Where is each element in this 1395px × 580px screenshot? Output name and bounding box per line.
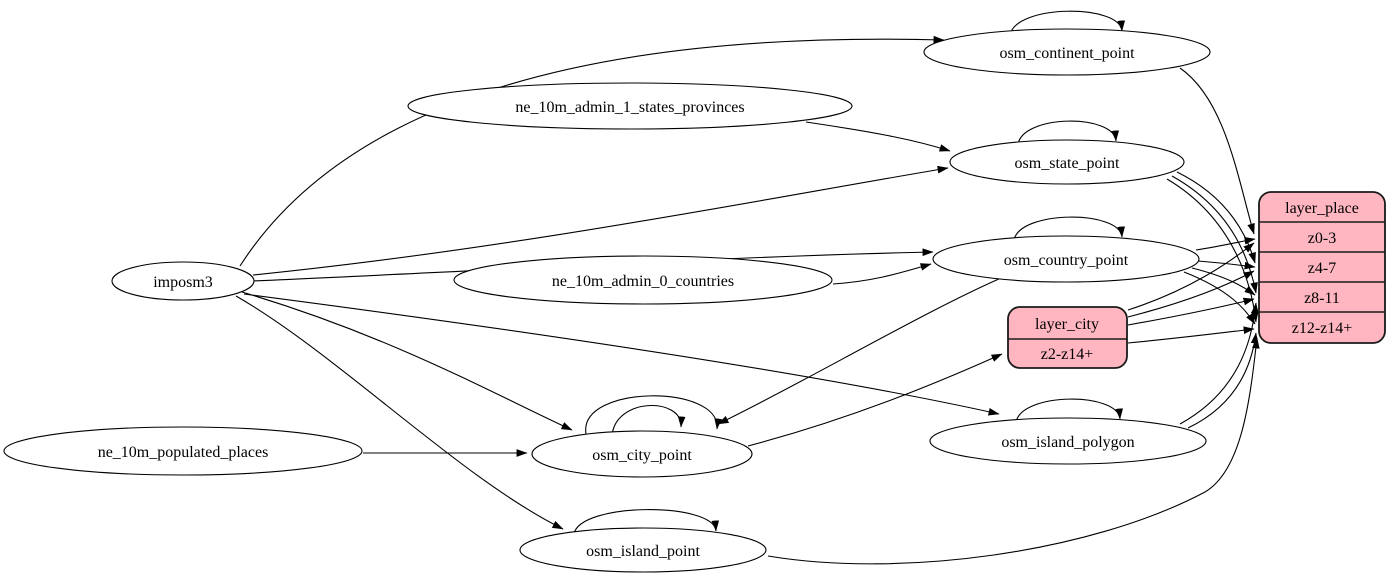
edge-layer_city-layer_place-z4-7 <box>1127 270 1255 318</box>
edge-osm_country_point-layer_place-z0-3 <box>1195 237 1256 251</box>
node-layer_city-shape <box>1007 306 1128 369</box>
node-layer_city-title: layer_city <box>1035 316 1099 333</box>
node-ne_10m_populated_places: ne_10m_populated_places <box>3 426 363 476</box>
edge-layer_city-layer_place-z0-3 <box>1127 242 1255 311</box>
edge-imposm3-osm_island_point <box>235 295 564 530</box>
node-osm_city_point: osm_city_point <box>531 430 753 478</box>
node-imposm3: imposm3 <box>111 261 255 301</box>
edge-osm_state_point-layer_place-z4-7 <box>1176 171 1256 264</box>
edge-imposm3-osm_continent_point <box>239 35 945 267</box>
node-osm_continent_point: osm_continent_point <box>923 28 1211 76</box>
node-osm_state_point: osm_state_point <box>949 139 1185 185</box>
self-loop-osm_country_point <box>1013 216 1126 241</box>
node-osm_city_point-label: osm_city_point <box>592 447 692 464</box>
edge-ne_10m_admin_0_countries-osm_country_point <box>832 263 932 285</box>
edge-osm_country_point-layer_place-z8-11 <box>1191 267 1256 296</box>
node-osm_island_point: osm_island_point <box>519 527 767 573</box>
node-ne_10m_admin_0_countries-label: ne_10m_admin_0_countries <box>552 273 734 290</box>
node-imposm3-shape <box>111 261 255 301</box>
edge-imposm3-osm_city_point <box>241 291 573 431</box>
self-loop-osm_city_point-inner <box>611 405 686 437</box>
edge-osm_state_point-layer_place-z8-11 <box>1171 175 1258 294</box>
self-loop-osm_island_point <box>573 509 720 535</box>
edge-osm_country_point-layer_place-z12-z14 <box>1183 271 1256 325</box>
node-osm_country_point: osm_country_point <box>932 235 1200 283</box>
edge-layer_city-layer_place-z12-z14 <box>1127 326 1255 344</box>
node-ne_10m_admin_1_states_provinces-shape <box>407 82 853 130</box>
node-osm_island_polygon-label: osm_island_polygon <box>1001 434 1134 451</box>
edge-osm_continent_point-layer_place-z0-3 <box>1179 67 1255 235</box>
node-osm_continent_point-label: osm_continent_point <box>999 45 1135 62</box>
node-osm_island_point-label: osm_island_point <box>586 543 700 560</box>
node-layer_place-row-z8-11: z8-11 <box>1304 290 1340 307</box>
edge-osm_city_point-layer_city <box>747 353 1003 447</box>
node-osm_state_point-shape <box>949 139 1185 185</box>
node-osm_state_point-label: osm_state_point <box>1015 155 1120 172</box>
edge-ne_10m_admin_1_states_provinces-osm_state_point <box>805 121 951 152</box>
node-layer_place-row-z0-3: z0-3 <box>1308 230 1336 247</box>
edge-imposm3-osm_island_polygon <box>243 293 1000 416</box>
edge-osm_island_polygon-layer_place-z8-11 <box>1179 302 1259 425</box>
node-osm_continent_point-shape <box>923 28 1211 76</box>
node-osm_country_point-label: osm_country_point <box>1004 252 1129 269</box>
node-ne_10m_admin_0_countries-shape <box>453 255 833 305</box>
edge-layer_city-layer_place-z8-11 <box>1127 297 1255 326</box>
self-loop-osm_state_point <box>1017 120 1120 145</box>
node-ne_10m_populated_places-shape <box>3 426 363 476</box>
node-osm_island_polygon: osm_island_polygon <box>929 417 1207 465</box>
edge-osm_country_point-osm_city_point <box>717 274 1009 425</box>
node-layer_place-row-z12-z14: z12-z14+ <box>1292 320 1353 337</box>
node-osm_country_point-shape <box>932 235 1200 283</box>
node-osm_city_point-shape <box>531 430 753 478</box>
node-layer_city: layer_city z2-z14+ <box>1007 306 1128 369</box>
node-ne_10m_admin_1_states_provinces: ne_10m_admin_1_states_provinces <box>407 82 853 130</box>
edge-layer <box>235 10 1260 565</box>
edge-osm_country_point-layer_place-z4-7 <box>1197 260 1256 270</box>
node-layer_place: layer_place z0-3 z4-7 z8-11 z12-z14+ <box>1258 191 1386 344</box>
node-ne_10m_admin_0_countries: ne_10m_admin_0_countries <box>453 255 833 305</box>
edge-imposm3-osm_state_point <box>252 165 949 276</box>
node-layer_city-row-z2-z14: z2-z14+ <box>1041 346 1094 363</box>
node-osm_island_point-shape <box>519 527 767 573</box>
self-loop-osm_continent_point <box>1009 10 1126 36</box>
self-loop-osm_island_polygon <box>1015 398 1124 423</box>
node-layer_place-row-z4-7: z4-7 <box>1308 260 1336 277</box>
node-osm_island_polygon-shape <box>929 417 1207 465</box>
node-layer_place-title: layer_place <box>1285 200 1359 217</box>
self-loop-osm_city_point-outer <box>585 395 722 435</box>
node-layer_place-shape <box>1258 191 1386 344</box>
edge-osm_island_point-layer_place-z12-z14 <box>767 337 1260 565</box>
node-ne_10m_populated_places-label: ne_10m_populated_places <box>98 444 269 461</box>
node-ne_10m_admin_1_states_provinces-label: ne_10m_admin_1_states_provinces <box>515 99 744 116</box>
node-imposm3-label: imposm3 <box>153 274 213 291</box>
